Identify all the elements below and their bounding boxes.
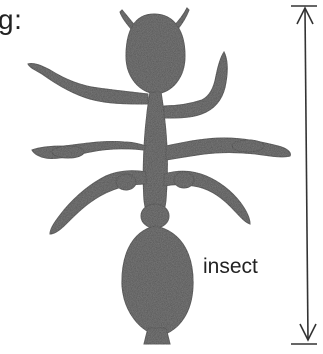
ant-head	[126, 14, 185, 94]
middle-right-leg	[166, 138, 290, 160]
middle-right-joint	[232, 140, 264, 152]
hind-left-joint	[116, 174, 136, 190]
measure-shaft	[305, 10, 308, 340]
insect-label: insect	[203, 256, 258, 277]
middle-left-leg	[32, 141, 146, 158]
double-headed-arrow-icon	[291, 6, 317, 344]
middle-left-joint	[52, 146, 84, 158]
hind-right-joint	[174, 172, 194, 188]
partial-heading-text: g:	[0, 6, 22, 34]
ant-silhouette	[28, 8, 290, 344]
ant-gaster	[122, 226, 193, 336]
ant-petiole	[141, 204, 169, 228]
ant-tail-tip	[144, 328, 170, 344]
